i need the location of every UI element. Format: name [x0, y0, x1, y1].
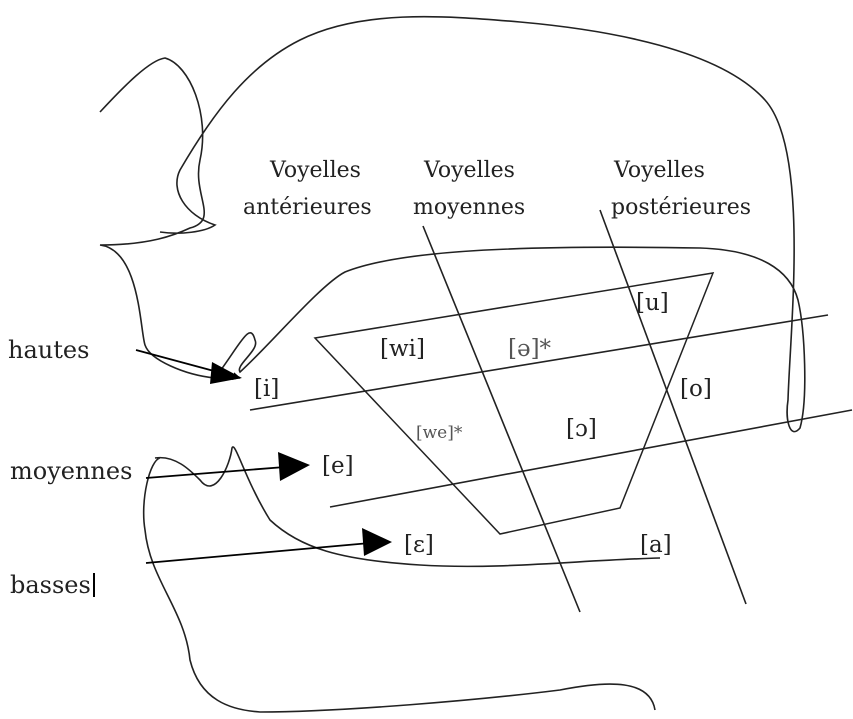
vowel-o: [o] — [680, 376, 712, 402]
arrowhead-moyennes — [278, 452, 310, 481]
header-anterieures-line1: Voyelles — [270, 158, 361, 183]
header-moyennes-line2: moyennes — [413, 195, 526, 220]
vowel-a: [a] — [640, 532, 672, 558]
label-basses: basses — [10, 571, 91, 599]
vowel-e: [e] — [322, 453, 354, 479]
line-hautes — [249, 314, 829, 411]
vowel-u: [u] — [636, 290, 669, 316]
vowel-wi: [wi] — [380, 336, 425, 362]
jaw-contour — [142, 446, 661, 713]
line-moyennes — [329, 409, 853, 508]
vowel-we: [we]* — [416, 423, 463, 443]
label-basses-wrap: basses — [10, 573, 95, 597]
arrow-basses — [145, 542, 371, 564]
arrow-moyennes — [145, 466, 286, 479]
arrowhead-basses — [362, 528, 392, 556]
header-anterieures-line2: antérieures — [243, 195, 372, 220]
vowel-epsilon: [ɛ] — [404, 532, 434, 558]
vowel-i: [i] — [254, 376, 280, 402]
label-moyennes: moyennes — [10, 457, 133, 485]
label-hautes: hautes — [8, 336, 90, 364]
header-moyennes-line1: Voyelles — [424, 158, 515, 183]
line-moyennes-posterieures — [599, 209, 747, 605]
header-posterieures-line1: Voyelles — [614, 158, 705, 183]
vowel-open-o: [ɔ] — [566, 416, 597, 442]
vowel-schwa: [ə]* — [508, 336, 552, 362]
vowel-trapezoid — [313, 272, 715, 535]
line-anterieures-moyennes — [422, 225, 581, 613]
text-cursor — [92, 573, 95, 597]
arrowhead-hautes — [210, 362, 242, 384]
skull-contour — [99, 15, 806, 433]
header-posterieures-line2: postérieures — [611, 195, 752, 220]
